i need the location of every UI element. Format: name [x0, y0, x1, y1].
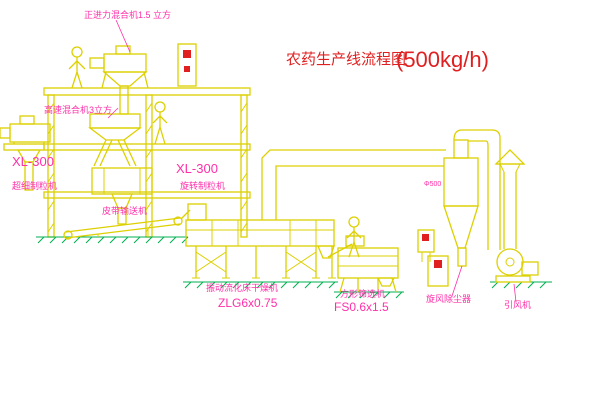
dryer-name-label: 振动流化床干燥机: [206, 282, 278, 293]
left-granulator-name-label: 超细制粒机: [12, 180, 57, 191]
operator-figure-3: [346, 216, 362, 258]
cyclone-dim-label: Φ500: [424, 181, 441, 188]
high-speed-mixer-label: 高速混合机3立方: [44, 104, 112, 115]
right-granulator-name-label: 旋转制粒机: [180, 180, 225, 191]
control-cabinet-dryer: [417, 229, 435, 262]
cyclone-separator: [443, 129, 501, 267]
belt-conveyor: [63, 209, 191, 240]
high-speed-mixer: [88, 113, 142, 167]
exhaust-stack: [494, 149, 526, 249]
gravity-mixer-label: 正进力混合机1.5 立方: [84, 9, 171, 20]
square-sieve: [337, 235, 399, 293]
right-granulator-model-label: XL-300: [176, 161, 218, 176]
sieve-name-label: 方形筛选机: [340, 288, 385, 299]
fluid-bed-dryer: [185, 203, 353, 279]
gravity-mixer: [89, 45, 149, 115]
fan-name-label: 引风机: [504, 299, 531, 310]
diagram-title: 农药生产线流程图: [286, 51, 406, 68]
dryer-model-label: ZLG6x0.75: [218, 296, 278, 310]
cyclone-name-label: 旋风除尘器: [426, 293, 471, 304]
control-cabinet-cyclone: [427, 255, 449, 287]
left-granulator: [0, 115, 51, 191]
left-granulator-model-label: XL-300: [12, 154, 54, 169]
rotary-granulator: [91, 167, 153, 225]
diagram-capacity: (500kg/h): [396, 47, 489, 72]
operator-figure-1: [68, 46, 86, 89]
sieve-model-label: FS0.6x1.5: [334, 300, 389, 314]
ground-hatching: [36, 236, 552, 299]
control-cabinet-top: [177, 43, 197, 87]
label-leader-lines: [107, 19, 517, 303]
belt-conveyor-label: 皮带输送机: [102, 205, 147, 216]
id-fan: [495, 248, 539, 283]
exhaust-duct: [261, 149, 446, 220]
operator-figure-2: [152, 101, 168, 145]
